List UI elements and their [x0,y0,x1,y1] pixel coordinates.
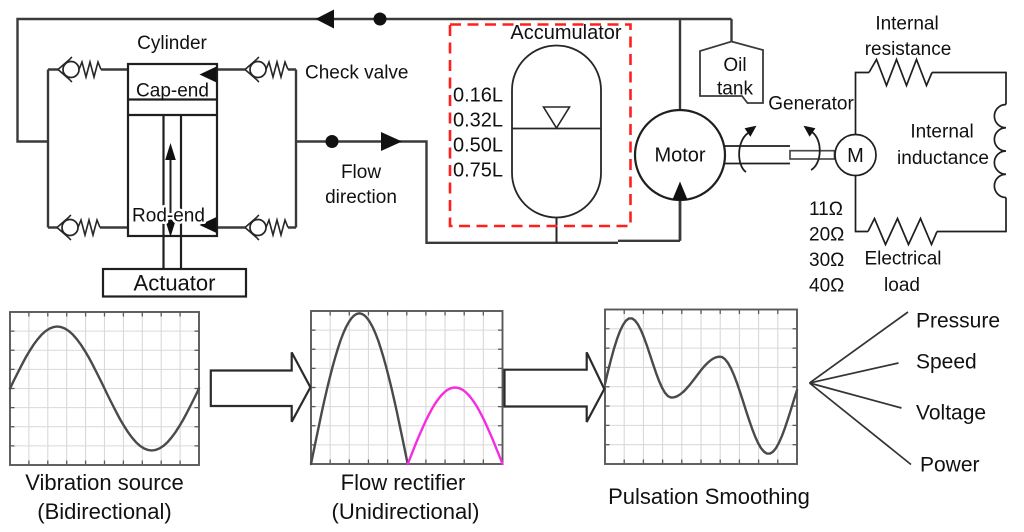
load-resistance-4: 40Ω [809,276,844,297]
hydraulic-pipes [16,17,733,244]
electrical-load-label-line2: load [884,275,920,296]
rod-motion-arrow [165,143,176,237]
plot2-caption-line1: Flow rectifier [341,470,466,495]
cylinder-label: Cylinder [137,33,207,54]
rod-end-port-arrowhead [199,217,217,233]
accumulator-volume-1: 0.16L [453,85,503,107]
wire-right-bottom [937,197,1007,233]
accumulator-shell [511,44,602,219]
pipe-junction-dot-top [373,12,387,26]
fan-line-pressure [809,311,909,384]
check-valve-top-left [57,56,102,83]
cap-end-port-arrowhead [199,66,217,83]
accumulator-volume-3: 0.50L [453,135,503,157]
load-resistance-3: 30Ω [809,250,844,271]
actuator-label: Actuator [134,271,216,296]
output-label-voltage: Voltage [916,402,986,425]
check-valve-top-right [244,56,289,83]
internal-resistance-resistor [868,57,933,88]
fan-line-power [808,382,912,466]
pipe-junction-dot-flow [325,135,339,148]
plot1-caption-line1: Vibration source [25,470,184,495]
waveform-bidirectional-flow [8,325,201,452]
waveform-rectified-pulse-2 [406,386,504,466]
wire-left-top [854,71,869,135]
internal-inductance-label-line1: Internal [910,122,973,143]
fan-line-speed [809,362,899,384]
oil-tank-shape [699,40,764,104]
accumulator-label: Accumulator [510,22,621,44]
internal-resistance-label-line2: resistance [865,39,952,60]
actuator-box [101,267,248,298]
flow-direction-label-line2: direction [325,187,397,208]
plot-vibration-source [8,311,201,466]
internal-resistance-label-line1: Internal [875,14,938,35]
check-valve-label: Check valve [305,63,409,84]
check-valve-bottom-left [56,214,101,241]
output-label-pressure: Pressure [916,310,1000,333]
accumulator-group [448,23,632,228]
oil-tank-label-line1: Oil [723,55,746,76]
electrical-load-label-line1: Electrical [864,249,941,270]
output-label-speed: Speed [916,351,977,374]
flow-direction-label-line1: Flow [341,162,381,183]
accumulator-volume-4: 0.75L [453,160,503,182]
wire-top-right [932,71,1007,105]
waveform-smoothed-output [603,317,799,455]
motor-label: Motor [654,145,705,167]
output-label-power: Power [920,454,980,477]
accumulator-volume-2: 0.32L [453,110,503,132]
fan-line-voltage [809,382,902,409]
motor-inlet-arrowhead [672,181,688,200]
accumulator-gas-symbol [542,106,571,130]
rod-end-label: Rod-end [132,206,205,227]
internal-inductance-coil [993,103,1007,199]
plot-flow-rectifier [309,310,504,466]
labels: Cylinder Cap-end Rod-end Actuator Check … [25,14,1000,525]
pipe-flow-out [296,140,680,244]
flow-arrowhead-out [381,132,402,151]
machine-symbol-label: M [847,145,864,167]
block-arrow-1 [209,351,312,423]
internal-inductance-label-line2: inductance [897,148,989,169]
plot1-caption-line2: (Bidirectional) [37,499,172,524]
wire-bottom-left [854,175,868,233]
cap-end-label: Cap-end [136,81,209,102]
accumulator-dashed-box [448,23,632,228]
piston-rod-lines [162,115,183,269]
electrical-load-resistor [867,216,938,247]
generator-label: Generator [768,94,854,115]
oil-tank-label-line2: tank [717,79,753,100]
waveform-rectified-pulse-1 [309,312,409,466]
rotation-arrow-left [738,125,757,173]
load-resistance-1: 11Ω [809,199,843,220]
output-fan-lines [808,311,912,466]
electrical-circuit [854,57,1007,247]
plot2-caption-line2: (Unidirectional) [332,499,480,524]
check-valve-bottom-right [244,214,289,241]
cylinder-assembly [101,62,248,298]
plot3-caption: Pulsation Smoothing [608,484,810,509]
plot-pulsation-smoothing [603,308,799,465]
block-arrow-2 [503,351,606,423]
generator-m-circle [834,133,877,177]
flow-arrowhead-return [315,9,334,29]
rotation-arrow-right [803,125,821,171]
load-resistance-2: 20Ω [809,225,844,246]
